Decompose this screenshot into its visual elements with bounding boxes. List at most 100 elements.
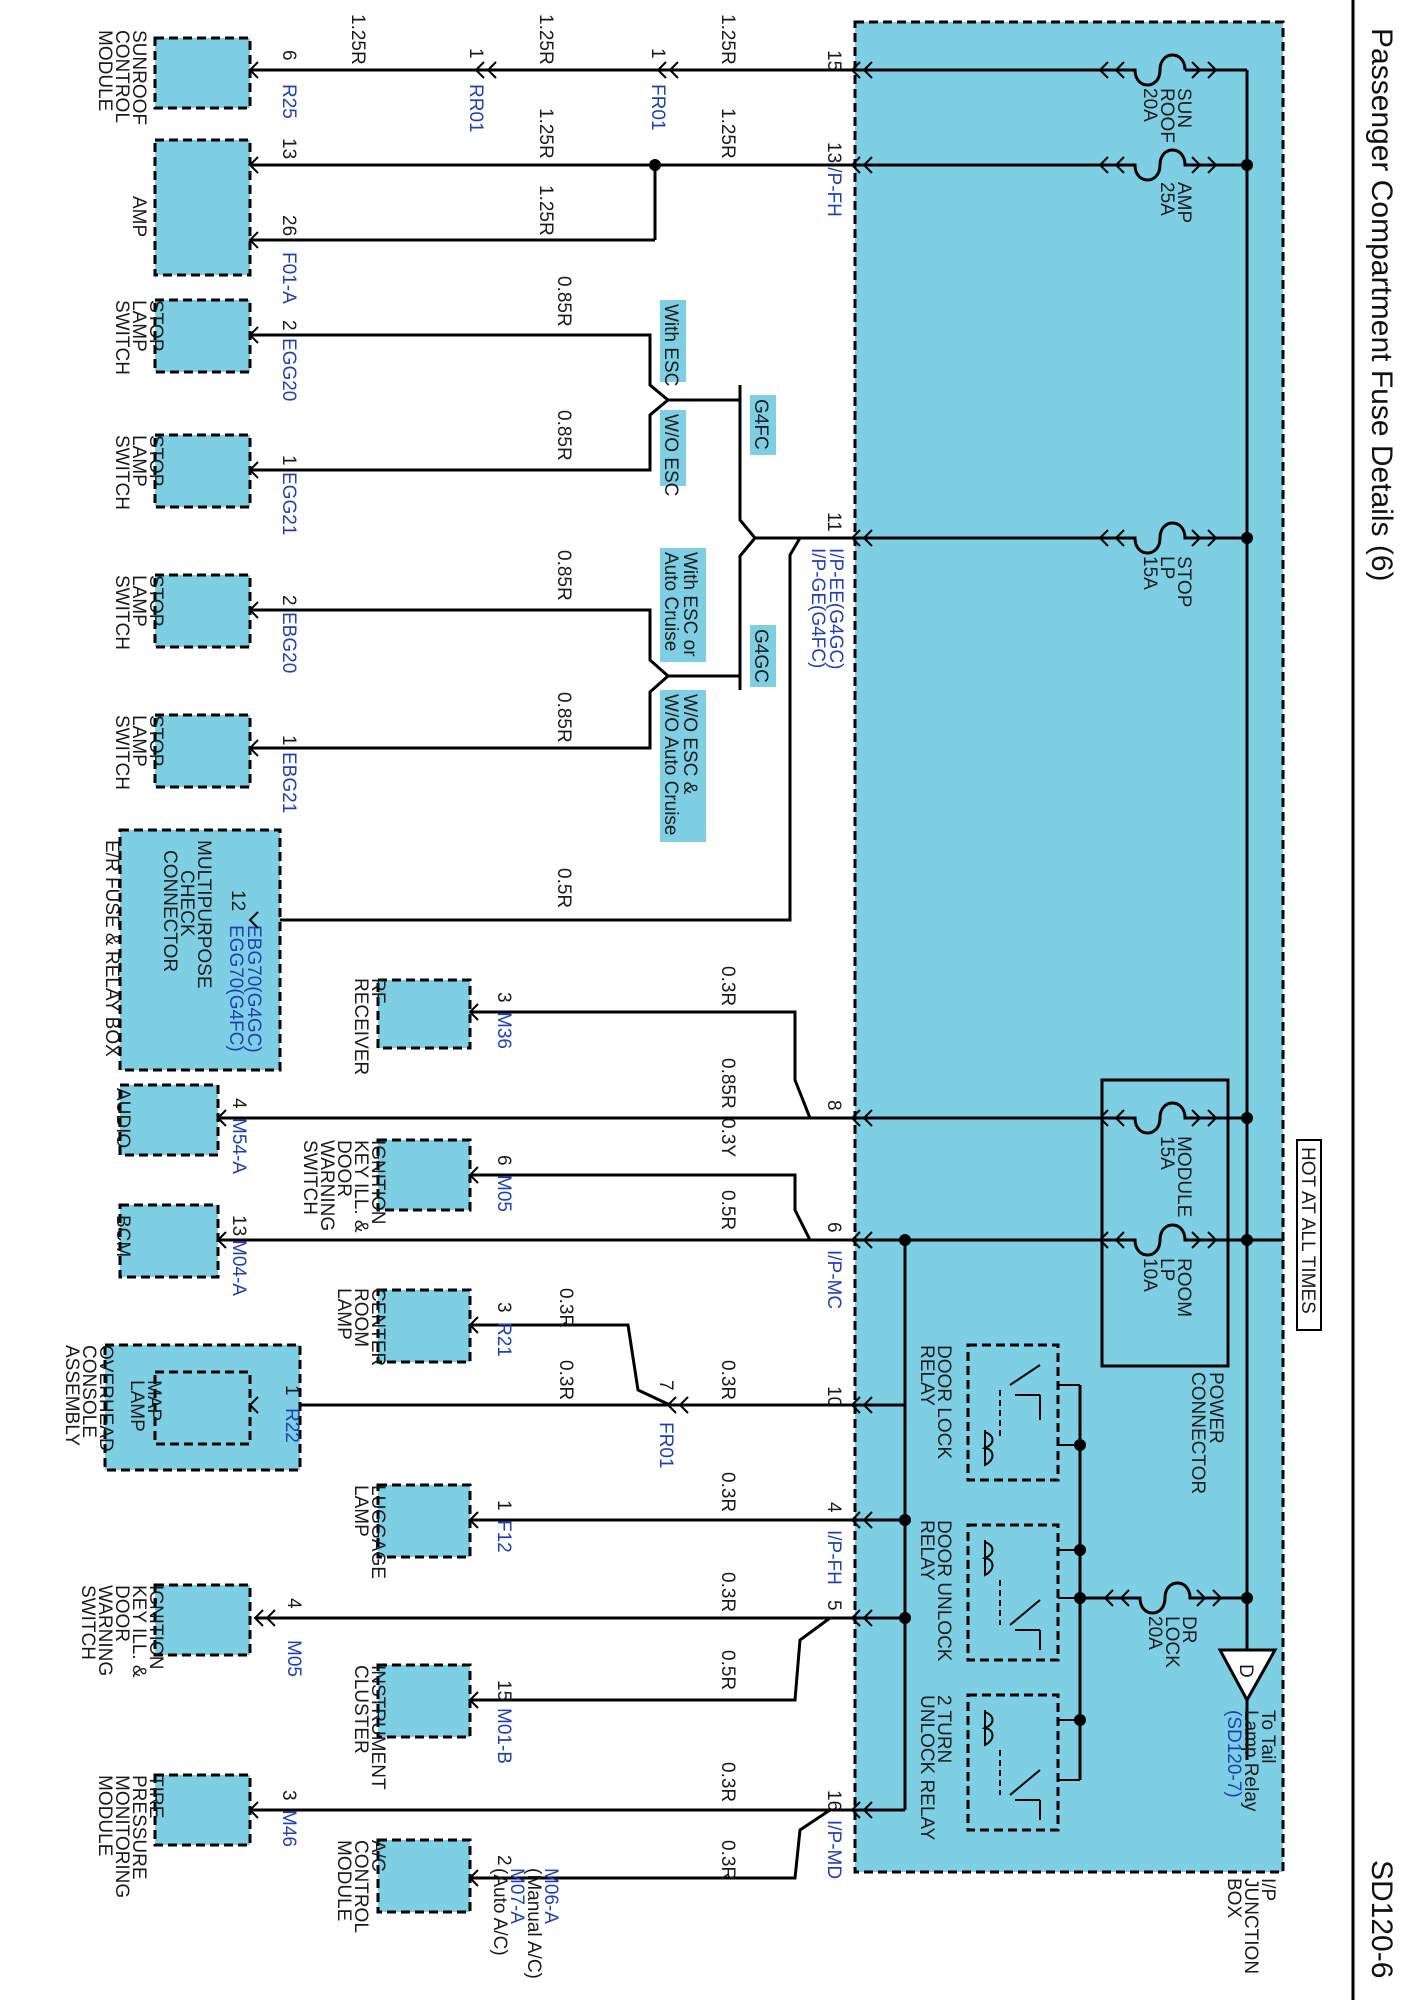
- svg-text:1.25R: 1.25R: [535, 108, 556, 159]
- svg-text:UNLOCK RELAY: UNLOCK RELAY: [916, 1695, 937, 1841]
- svg-text:0.5R: 0.5R: [717, 1190, 738, 1230]
- svg-text:To Tail: To Tail: [1257, 1710, 1278, 1764]
- svg-text:M04-A: M04-A: [228, 1240, 249, 1296]
- svg-text:ROOF: ROOF: [1156, 88, 1177, 143]
- luggage-circuit: 0.3R: [470, 1472, 855, 1522]
- svg-text:3: 3: [493, 992, 514, 1003]
- two-turn-unlock-relay: 2 TURN UNLOCK RELAY: [916, 1693, 1060, 1841]
- svg-text:LOCK: LOCK: [1161, 1616, 1182, 1668]
- ac-control-module: A/C CONTROL MODULE 2 M06-A (Manual A/C) …: [333, 1838, 561, 1979]
- svg-text:(SD120-7): (SD120-7): [1223, 1710, 1244, 1798]
- page-title: Passenger Compartment Fuse Details (6): [1365, 28, 1398, 582]
- jb-pin-4: 4: [823, 1502, 844, 1513]
- tag-g4gc: G4GC: [750, 625, 776, 687]
- jb-pin-5: 5: [823, 1600, 844, 1611]
- svg-text:ROOM: ROOM: [1173, 1258, 1194, 1317]
- svg-text:0.3R: 0.3R: [555, 1360, 576, 1400]
- multipurpose-check-connector: MULTIPURPOSE CHECK CONNECTOR E/R FUSE & …: [101, 828, 282, 1072]
- svg-text:SUNROOF: SUNROOF: [128, 30, 149, 125]
- svg-text:KEY ILL. &: KEY ILL. &: [350, 1140, 371, 1233]
- svg-text:W/O Auto Cruise: W/O Auto Cruise: [660, 694, 681, 836]
- svg-text:DOOR LOCK: DOOR LOCK: [933, 1345, 954, 1459]
- svg-text:0.3R: 0.3R: [717, 966, 738, 1006]
- svg-text:BCM: BCM: [112, 1215, 133, 1257]
- svg-text:R25: R25: [278, 84, 299, 119]
- svg-text:KEY ILL. &: KEY ILL. &: [128, 1585, 149, 1678]
- svg-text:CLUSTER: CLUSTER: [350, 1665, 371, 1754]
- svg-text:0.3R: 0.3R: [717, 1472, 738, 1512]
- svg-text:SWITCH: SWITCH: [111, 300, 132, 375]
- stop-lamp-circuit: 0.85R 0.85R 0.85R 0.85R 0.5R: [250, 276, 855, 922]
- fuse-dr-lock: DR LOCK 20A: [1080, 1581, 1225, 1668]
- svg-text:2: 2: [278, 595, 299, 606]
- svg-text:1: 1: [281, 1385, 302, 1396]
- svg-text:20A: 20A: [1139, 88, 1160, 122]
- stop-lamp-switch-egg20: STOP LAMP SWITCH 2 EGG20: [111, 298, 299, 401]
- svg-text:6: 6: [493, 1155, 514, 1166]
- jb-pin-15: 15: [823, 50, 844, 71]
- svg-text:M05: M05: [283, 1640, 304, 1677]
- svg-text:G4FC: G4FC: [750, 399, 771, 450]
- instrument-cluster: INSTRUMENT CLUSTER 15 M01-B: [350, 1663, 514, 1790]
- fuse-sunroof: SUN ROOF 20A: [1098, 53, 1220, 143]
- svg-text:AMP: AMP: [128, 196, 149, 237]
- amp-circuit: 1.25R 1.25R 1.25R: [250, 108, 855, 242]
- stop-lamp-switch-ebg20: STOP LAMP SWITCH 2 EBG20: [111, 573, 299, 673]
- luggage-lamp: LUGGAGE LAMP 1 F12: [350, 1483, 514, 1579]
- svg-text:With ESC: With ESC: [660, 304, 681, 386]
- svg-text:2: 2: [278, 320, 299, 331]
- svg-text:G4GC: G4GC: [750, 629, 771, 683]
- svg-text:EGG21: EGG21: [278, 472, 299, 535]
- svg-text:7: 7: [655, 1380, 676, 1391]
- ignition-key-ill-door-warning-switch-1: IGNITION KEY ILL. & DOOR WARNING SWITCH …: [299, 1138, 514, 1233]
- svg-text:M54-A: M54-A: [228, 1118, 249, 1174]
- tpms-ac-circuit: 0.3R 0.3R: [250, 1762, 855, 1880]
- rf-audio-circuit: 0.3R 0.85R: [218, 966, 855, 1120]
- svg-text:DOOR UNLOCK: DOOR UNLOCK: [933, 1520, 954, 1662]
- tag-g4fc: G4FC: [750, 395, 776, 455]
- svg-text:STOP: STOP: [145, 575, 166, 626]
- svg-text:4: 4: [283, 1598, 304, 1609]
- svg-text:TIRE: TIRE: [145, 1775, 166, 1818]
- svg-text:1: 1: [465, 48, 486, 59]
- svg-text:With ESC or: With ESC or: [679, 552, 700, 657]
- svg-text:CENTER: CENTER: [367, 1288, 388, 1366]
- svg-text:(Manual A/C): (Manual A/C): [523, 1868, 544, 1979]
- svg-text:LAMP: LAMP: [128, 575, 149, 627]
- svg-text:DOOR: DOOR: [111, 1585, 132, 1642]
- svg-text:SWITCH: SWITCH: [111, 575, 132, 650]
- svg-text:ASSEMBLY: ASSEMBLY: [61, 1345, 82, 1446]
- svg-text:MODULE: MODULE: [333, 1840, 354, 1921]
- svg-text:1: 1: [278, 735, 299, 746]
- svg-text:1: 1: [493, 1500, 514, 1511]
- svg-text:WARNING: WARNING: [94, 1585, 115, 1676]
- svg-text:0.3R: 0.3R: [717, 1840, 738, 1880]
- svg-text:0.85R: 0.85R: [553, 276, 574, 327]
- svg-text:SWITCH: SWITCH: [77, 1585, 98, 1660]
- svg-text:EBG70(G4GC): EBG70(G4GC): [243, 925, 264, 1053]
- svg-text:EBG20: EBG20: [278, 612, 299, 673]
- svg-text:FR01: FR01: [655, 1422, 676, 1468]
- audio: AUDIO 4 M54-A: [112, 1083, 249, 1174]
- svg-text:MODULE: MODULE: [94, 1775, 115, 1856]
- svg-text:26: 26: [278, 215, 299, 236]
- svg-text:1.25R: 1.25R: [717, 108, 738, 159]
- svg-text:1.25R: 1.25R: [535, 185, 556, 236]
- svg-text:Auto Cruise: Auto Cruise: [660, 552, 681, 651]
- svg-text:MODULE: MODULE: [1173, 1136, 1194, 1217]
- jb-conn-ip-ge: I/P-GE(G4FC): [807, 548, 828, 668]
- svg-text:OVERHEAD: OVERHEAD: [95, 1345, 116, 1452]
- svg-text:SWITCH: SWITCH: [299, 1140, 320, 1215]
- svg-text:15: 15: [493, 1680, 514, 1701]
- svg-text:M46: M46: [278, 1810, 299, 1847]
- svg-text:CONNECTOR: CONNECTOR: [159, 850, 180, 972]
- svg-text:D: D: [1235, 1664, 1256, 1678]
- jb-conn-ip-md: I/P-MD: [823, 1820, 844, 1879]
- svg-text:0.85R: 0.85R: [553, 692, 574, 743]
- svg-text:MULTIPURPOSE: MULTIPURPOSE: [193, 840, 214, 989]
- svg-text:0.85R: 0.85R: [717, 1058, 738, 1109]
- svg-text:STOP: STOP: [145, 715, 166, 766]
- svg-text:R22: R22: [281, 1408, 302, 1443]
- svg-text:AMP: AMP: [1173, 182, 1194, 223]
